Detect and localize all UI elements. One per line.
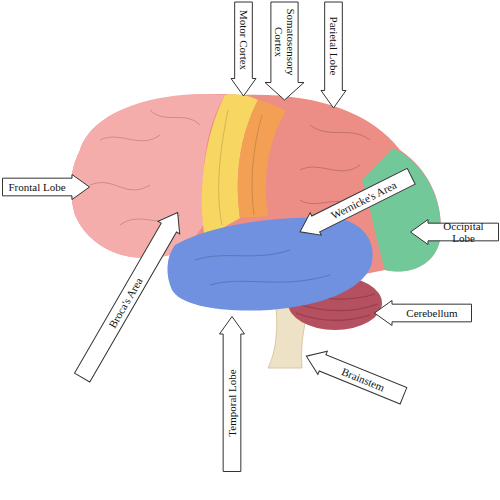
arrow-shape <box>411 220 499 245</box>
arrow-shape <box>3 175 90 200</box>
callout-arrow: Occipital Lobe <box>410 219 499 245</box>
arrow-label-box: Brainstem <box>321 352 407 407</box>
strip-folds <box>219 110 262 225</box>
occipital-region <box>362 148 441 272</box>
callout-arrow: Parietal Lobe <box>320 1 346 108</box>
arrow-shape <box>265 2 304 100</box>
region-label: Motor Cortex <box>237 9 249 69</box>
callout-arrow: Frontal Lobe <box>2 174 90 200</box>
callout-arrow: Temporal Lobe <box>219 316 245 472</box>
region-label: Cerebellum <box>406 307 457 319</box>
arrow-label-box: Parietal Lobe <box>320 4 346 87</box>
callout-arrow: Brainstem <box>301 344 409 408</box>
arrow-shape <box>295 165 417 243</box>
arrow-label-box: Somatosensory Cortex <box>264 4 304 79</box>
arrow-label-box: Temporal Lobe <box>219 337 245 469</box>
callout-arrow: Somatosensory Cortex <box>264 1 304 100</box>
region-label: Somatosensory Cortex <box>272 4 296 79</box>
frontal-region <box>71 94 225 258</box>
arrow-shape <box>302 345 409 408</box>
region-label: Occipital Lobe <box>431 220 496 244</box>
arrow-label-box: Occipital Lobe <box>431 219 496 245</box>
region-label: Brainstem <box>340 365 386 393</box>
gyri-lines <box>90 110 370 285</box>
arrow-shape <box>375 301 472 326</box>
region-label: Temporal Lobe <box>226 369 238 436</box>
arrow-shape <box>231 2 256 96</box>
arrow-label-box: Frontal Lobe <box>5 174 69 200</box>
arrow-shape <box>71 206 188 384</box>
callout-arrow: Motor Cortex <box>230 1 256 96</box>
callout-arrow: Cerebellum <box>374 300 472 326</box>
somatosensory-strip <box>238 100 286 218</box>
arrow-shape <box>321 2 346 108</box>
arrow-label-box: Motor Cortex <box>230 4 256 75</box>
region-label: Frontal Lobe <box>8 181 65 193</box>
region-label: Parietal Lobe <box>327 16 339 75</box>
arrow-shape <box>220 317 245 472</box>
region-label: Broca's Area <box>106 276 144 331</box>
arrow-label-box: Cerebellum <box>395 300 469 326</box>
temporal-region <box>167 218 372 311</box>
